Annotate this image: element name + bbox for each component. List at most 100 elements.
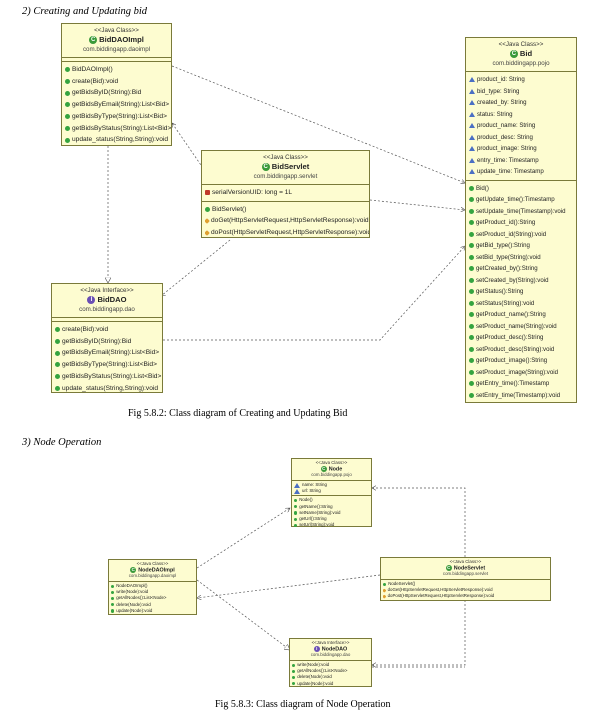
abstract-method-icon [55,350,60,356]
section-heading-creating-bid: 2) Creating and Updating bid [22,6,148,17]
method-row: setUrl(String):void [294,522,371,528]
class-name: BidDAOImpl [99,35,144,44]
method-row: getBidsByID(String):Bid [55,336,162,348]
method-row: setCreated_by(String):void [469,275,576,287]
dependency-line [196,579,290,650]
method-row: getAllNodes():List<Node> [111,595,196,601]
public-method-icon [65,137,70,143]
public-method-icon [65,114,70,120]
method-row: setProduct_id(String):void [469,229,576,241]
public-method-icon [469,300,474,306]
member-text: getBidsByID(String):Bid [72,89,142,97]
member-text: BidDAOImpl() [72,66,113,73]
method-row: doGet(HttpServletRequest,HttpServletResp… [383,587,550,593]
methods-section: BidDAOImpl() create(Bid):void getBidsByI… [62,62,171,148]
method-row: setName(String):void [294,510,371,516]
method-row: doGet(HttpServletRequest,HttpServletResp… [205,215,369,227]
class-name: NodeDAOImpl [138,567,175,574]
abstract-method-icon [55,362,60,368]
member-text: update(Node):void [297,680,334,686]
method-row: update_status(String,String):void [65,134,171,146]
public-method-icon [469,254,474,260]
java-class-icon: C [89,36,98,44]
methods-section: Bid() getUpdate_time():Timestamp setUpda… [466,181,576,404]
method-row: getBidsByEmail(String):List<Bid> [65,99,171,111]
method-row: getBidsByEmail(String):List<Bid> [55,347,162,359]
field-icon [469,134,475,140]
method-row: getBidsByID(String):Bid [65,87,171,99]
member-text: delete(Node):void [297,674,332,680]
field-text: product_image: String [477,145,537,152]
stereotype: <<Java Interface>> [311,640,350,645]
public-method-icon [111,590,115,594]
member-text: getBidsByEmail(String):List<Bid> [62,349,160,357]
member-text: getBidsByType(String):List<Bid> [62,361,157,369]
java-class-icon: C [261,163,270,171]
method-row: update(Node):void [111,608,196,614]
abstract-method-icon [55,374,60,380]
public-method-icon [294,511,298,515]
constructor-icon [65,67,70,73]
field-icon [469,88,475,94]
method-row: getBidsByStatus(String):List<Bid> [55,371,162,383]
member-text: NodeServlet() [388,581,416,587]
field-icon [469,169,475,175]
field-text: bid_type: String [477,87,520,95]
figure-caption-node: Fig 5.8.3: Class diagram of Node Operati… [215,699,391,710]
field-row: bid_type: String [469,86,576,98]
fields-section [52,318,162,322]
member-text: doPost(HttpServletRequest,HttpServletRes… [387,593,495,599]
field-text: product_id: String [477,76,525,83]
member-text: setStatus(String):void [476,299,535,307]
dependency-line [161,239,231,296]
stereotype: <<Java Interface>> [80,287,134,294]
field-text: url: String [302,488,321,494]
class-name: Node [328,466,343,473]
method-row: getBidsByType(String):List<Bid> [65,111,171,123]
method-row: setUpdate_time(Timestamp):void [469,206,576,218]
public-method-icon [294,517,298,521]
member-text: setProduct_image(String):void [476,368,558,376]
field-row: entry_time: Timestamp [469,155,576,167]
protected-method-icon [383,594,387,599]
constructor-row: NodeDAOImpl() [111,583,196,589]
public-method-icon [469,220,474,226]
fields-section [62,58,171,62]
field-text: status: String [477,110,513,118]
class-name: Bid [519,49,533,58]
member-text: delete(Node):void [116,601,151,607]
public-method-icon [469,335,474,341]
field-row: created_by: String [469,97,576,109]
member-text: setProduct_name(String):void [476,322,557,330]
field-row: product_id: String [469,74,576,86]
method-row: getProduct_desc():String [469,332,576,344]
field-icon [469,111,475,117]
package-name: com.biddingapp.servlet [442,571,489,577]
member-text: getProduct_desc():String [476,334,544,341]
field-icon [469,157,475,163]
member-text: write(Node):void [116,589,149,595]
java-class-icon: C [320,465,327,472]
member-text: update_status(String,String):void [72,136,169,144]
class-name: BidDAO [97,295,127,304]
method-row: delete(Node):void [111,602,196,608]
package-name: com.biddingapp.pojo [492,60,550,67]
member-text: doGet(HttpServletRequest,HttpServletResp… [211,217,369,225]
dependency-line [163,246,465,341]
method-row: setBid_type(String):void [469,252,576,264]
field-icon [294,482,300,488]
public-method-icon [469,323,474,329]
method-row: setProduct_desc(String):void [469,344,576,356]
method-row: setProduct_name(String):void [469,321,576,333]
method-row: create(Bid):void [65,76,171,88]
field-row: update_time: Timestamp [469,166,576,178]
protected-method-icon [383,588,387,593]
member-text: getProduct_image():String [476,357,548,364]
member-text: setCreated_by(String):void [476,276,549,284]
member-text: getUpdate_time():Timestamp [476,196,555,203]
